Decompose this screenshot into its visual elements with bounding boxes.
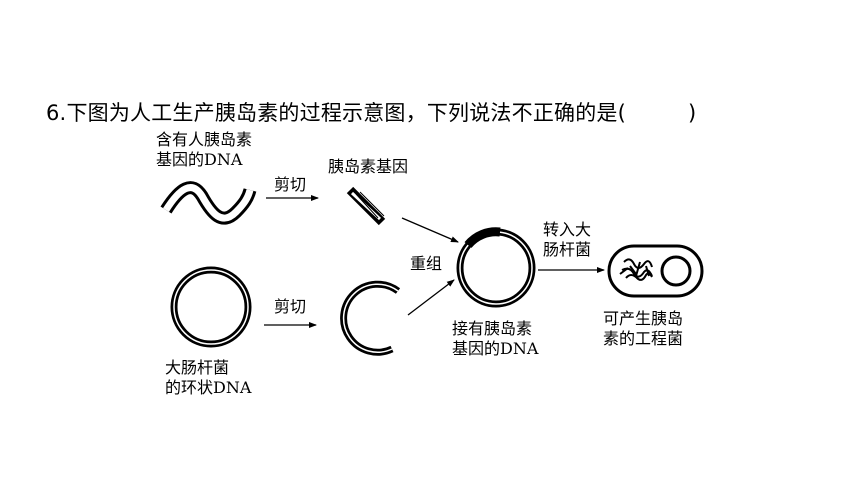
label-source-dna-line1: 含有人胰岛素 — [156, 130, 253, 149]
label-engineered-line1: 可产生胰岛 — [603, 309, 684, 328]
label-source-dna-line2: 基因的DNA — [156, 150, 243, 169]
label-transfer-line1: 转入大 — [543, 220, 592, 239]
recombinant-plasmid-in-cell — [660, 255, 692, 287]
opened-plasmid — [340, 280, 401, 356]
insulin-gene-fragment — [346, 186, 386, 226]
label-ecoli-dna-line1: 大肠杆菌 — [165, 358, 230, 377]
label-ecoli-dna-line2: 的环状DNA — [165, 378, 252, 397]
label-recombinant-line1: 接有胰岛素 — [452, 319, 533, 338]
label-recombine: 重组 — [410, 254, 443, 273]
gene-to-recombine-arrow — [401, 217, 459, 243]
question-stem: 6.下图为人工生产胰岛素的过程示意图，下列说法不正确的是() — [46, 97, 696, 127]
question-close-paren: ) — [688, 101, 697, 125]
recombinant-dna-ring — [456, 227, 536, 308]
plasmid-to-recombine-arrow — [407, 279, 455, 316]
label-engineered-line2: 素的工程菌 — [603, 329, 684, 348]
human-dna-strand — [160, 181, 257, 225]
bacterial-chromosome — [619, 258, 653, 281]
engineered-bacterium — [607, 244, 704, 298]
label-insulin-gene: 胰岛素基因 — [328, 157, 409, 176]
question-number: 6. — [46, 101, 67, 125]
ecoli-plasmid-ring — [170, 266, 252, 348]
label-recombinant-line2: 基因的DNA — [452, 339, 539, 358]
label-cut-top: 剪切 — [274, 175, 307, 194]
label-cut-bottom: 剪切 — [274, 297, 307, 316]
question-text: 下图为人工生产胰岛素的过程示意图，下列说法不正确的是( — [66, 101, 627, 125]
label-transfer-line2: 肠杆菌 — [543, 240, 592, 259]
